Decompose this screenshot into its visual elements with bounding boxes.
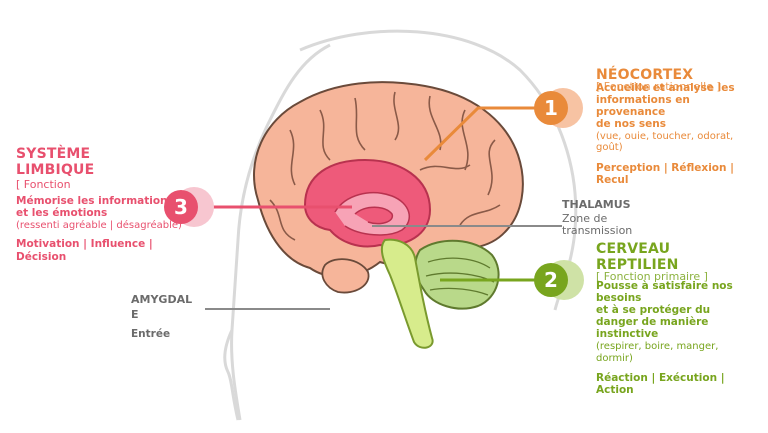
neocortex-keywords: Perception | Réflexion | Recul [596, 161, 734, 187]
cerebellum-shape [414, 239, 500, 310]
neocortex-connector [423, 106, 545, 162]
amygdala-description: Entrée [131, 327, 171, 340]
amygdala-title: AMYGDAL E [131, 293, 193, 322]
badge-number-1: 1 [544, 96, 558, 120]
limbic-function: [ Fonction [16, 178, 71, 192]
reptilian-description: Pousse à satisfaire nos besoins et à se … [596, 279, 733, 341]
neocortex-description: Accueille et analyse les informations en… [596, 81, 735, 130]
neocortex-note: (vue, ouie, toucher, odorat, goût) [596, 130, 734, 154]
reptilian-function: [ Fonction primaire ] [596, 270, 708, 284]
limbic-note: (ressenti agréable | désagréable) [16, 219, 182, 231]
gyri-lines [269, 91, 501, 241]
neocortex-block: NÉOCORTEX [ Fonction rationnelle ] Accue… [596, 67, 761, 186]
badge-limbic: 3 [164, 187, 214, 227]
badge-reptilian: 2 [534, 260, 584, 300]
reptilian-keywords: Réaction | Exécution | Action [596, 372, 725, 397]
amygdala-block: AMYGDAL E Entrée [131, 292, 211, 340]
badge-number-2: 2 [544, 268, 558, 292]
face-outline [223, 329, 240, 421]
thalamus-block: THALAMUS Zone de transmission [562, 198, 672, 238]
limbic-block: SYSTÈME LIMBIQUE [ Fonction Mémorise les… [16, 146, 196, 263]
reptilian-block: CERVEAU REPTILIEN [ Fonction primaire ] … [596, 241, 761, 396]
temporal-lobe-shape [321, 258, 370, 294]
limbic-title: SYSTÈME LIMBIQUE [16, 146, 95, 179]
thalamus-description: Zone de transmission [562, 211, 633, 238]
brainstem-shape [380, 238, 434, 349]
reptilian-title: CERVEAU REPTILIEN [596, 241, 679, 274]
neocortex-function: [ Fonction rationnelle ] [596, 80, 721, 94]
thalamus-title: THALAMUS [562, 198, 631, 211]
limbic-keywords: Motivation | Influence | Décision [16, 238, 153, 263]
limbic-description: Mémorise les informations et les émotion… [16, 194, 174, 219]
neocortex-title: NÉOCORTEX [596, 67, 694, 83]
reptilian-note: (respirer, boire, manger, dormir) [596, 341, 719, 364]
badge-neocortex: 1 [534, 88, 583, 128]
badge-number-3: 3 [174, 195, 188, 219]
